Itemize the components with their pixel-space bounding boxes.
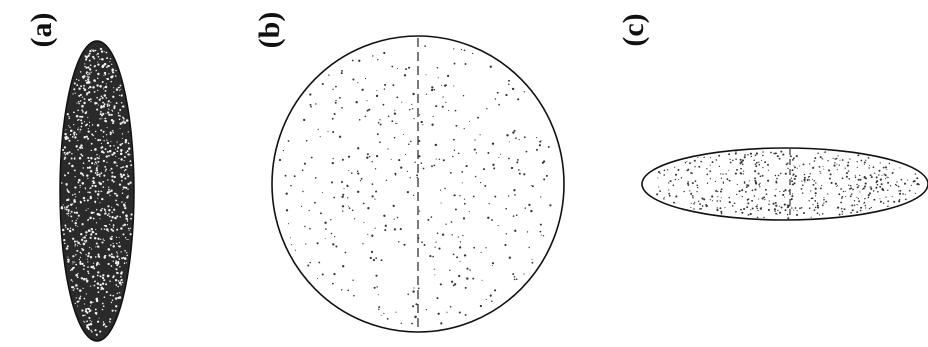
panel-b-label: (b) [253, 12, 286, 49]
panel-c: (c) [617, 13, 928, 220]
panel-b: (b) [253, 12, 564, 332]
ellipse-b-speckle [279, 45, 552, 324]
panel-c-label: (c) [617, 13, 650, 46]
ellipse-c [642, 148, 928, 220]
ellipse-c-speckle [656, 151, 920, 220]
panel-a: (a) [25, 13, 134, 341]
panel-a-label: (a) [25, 13, 58, 48]
